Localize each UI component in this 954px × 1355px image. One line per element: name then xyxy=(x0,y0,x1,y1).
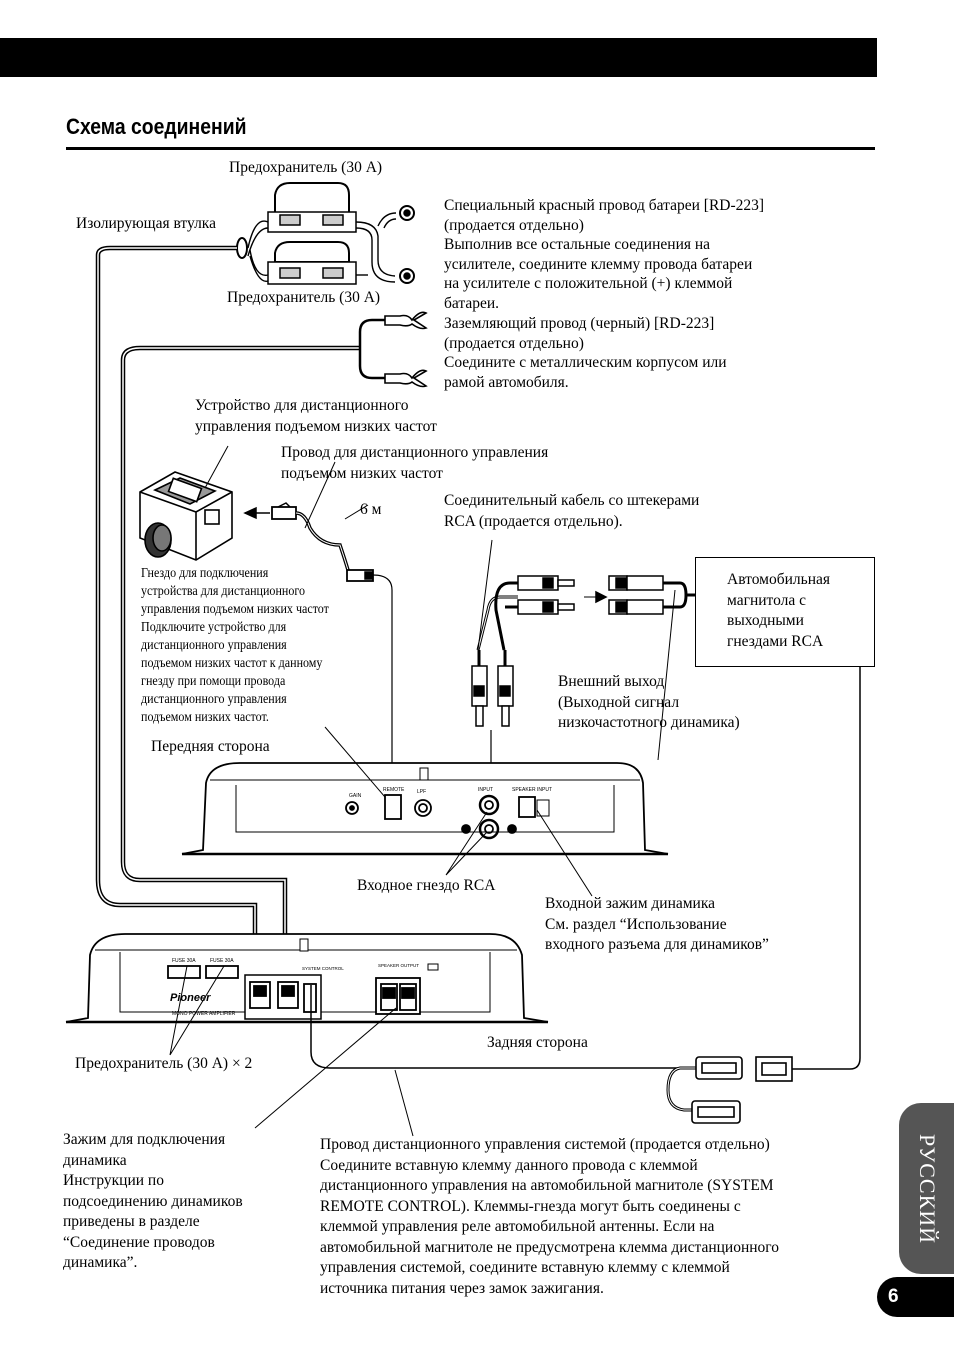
language-tab-label: РУССКИЙ xyxy=(914,1133,940,1244)
battery-wire-text: Специальный красный провод батареи [RD-2… xyxy=(444,197,765,312)
remote-plug-icon xyxy=(271,502,297,520)
speaker-terminal-text: Зажим для подключения динамика Инструкци… xyxy=(63,1131,243,1271)
speaker-output-label: SPEAKER OUTPUT xyxy=(378,963,419,968)
external-output-label: Внешний выход (Выходной сигнал низкочаст… xyxy=(558,673,740,731)
grommet-label: Изолирующая втулка xyxy=(76,215,216,232)
spade-connector-icon xyxy=(691,1056,793,1124)
remote-label: REMOTE xyxy=(383,787,405,793)
speaker-input-label-text: Входной зажим динамика См. раздел “Испол… xyxy=(545,895,769,953)
rca-cable-label: Соединительный кабель со штекерами RCA (… xyxy=(444,492,700,530)
page-number: 6 xyxy=(877,1277,954,1317)
system-control-label: SYSTEM CONTROL xyxy=(302,966,344,971)
gain-label: GAIN xyxy=(349,793,362,799)
bass-remote-device-icon xyxy=(139,471,233,561)
rear-side-label: Задняя сторона xyxy=(487,1034,588,1051)
rca-plug-icon xyxy=(517,575,575,615)
bass-jack-note: Гнездо для подключения устройства для ди… xyxy=(141,566,329,725)
page-title: Схема соединений xyxy=(66,114,247,139)
remote-plug-icon xyxy=(346,569,374,582)
fuse1-label: FUSE 30A xyxy=(172,958,196,964)
title-rule xyxy=(66,147,875,150)
amplifier-rear-panel xyxy=(65,933,549,1024)
ring-terminal-icon xyxy=(399,205,415,284)
fuse-holder-bottom-icon xyxy=(267,241,357,285)
fuse2-label: FUSE 30A xyxy=(210,958,234,964)
system-remote-text: Провод дистанционного управления системо… xyxy=(320,1136,780,1297)
ground-wire-text: Заземляющий провод (черный) [RD-223] (пр… xyxy=(444,315,727,391)
fuse-bottom-label: Предохранитель (30 A) xyxy=(227,289,381,306)
header-bar xyxy=(0,38,877,77)
input-label: INPUT xyxy=(478,787,493,793)
grommet-icon xyxy=(236,237,248,259)
spade-terminal-icon xyxy=(384,311,428,388)
model-line-label: MONO POWER AMPLIFIER xyxy=(172,1011,236,1017)
speaker-input-label: SPEAKER INPUT xyxy=(512,787,552,793)
front-side-label: Передняя сторона xyxy=(151,738,270,755)
rca-jack-icon xyxy=(608,575,664,615)
cable-length-label: 6 м xyxy=(360,501,382,518)
bass-remote-wire-label: Провод для дистанционного управления под… xyxy=(281,444,549,482)
rca-input-label: Входное гнездо RCA xyxy=(357,877,496,894)
fuse-top-label: Предохранитель (30 A) xyxy=(229,159,383,176)
language-tab: РУССКИЙ xyxy=(899,1103,954,1274)
head-unit-box: Автомобильная магнитола с выходными гнез… xyxy=(695,557,875,667)
bass-remote-device-label: Устройство для дистанционного управления… xyxy=(195,397,437,435)
fuse-x2-label: Предохранитель (30 A) × 2 xyxy=(75,1055,253,1072)
rca-plug-vertical-icon xyxy=(471,650,514,727)
lpf-label: LPF xyxy=(417,789,426,795)
fuse-holder-top-icon xyxy=(267,182,357,233)
amplifier-front-panel xyxy=(181,762,669,856)
